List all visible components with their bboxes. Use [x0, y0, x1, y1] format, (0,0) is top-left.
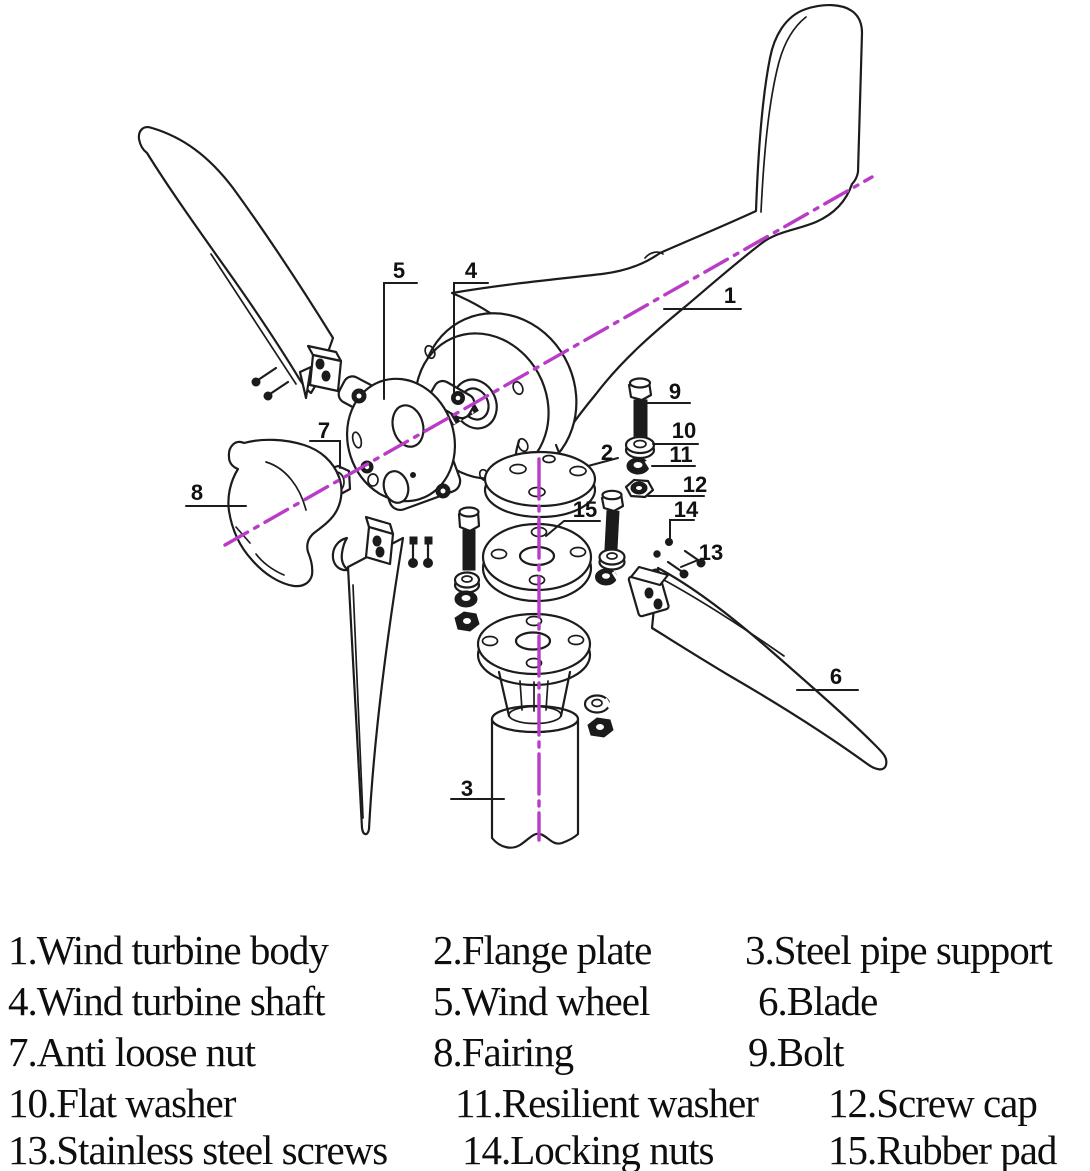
- callout-12: 12: [683, 472, 707, 497]
- part-1-wind-turbine-body: [414, 4, 864, 482]
- callout-2: 2: [601, 440, 613, 465]
- callout-4: 4: [465, 258, 478, 283]
- callout-3: 3: [461, 776, 473, 801]
- callout-10: 10: [672, 418, 696, 443]
- legend-item-13: 13.Stainless steel screws: [8, 1127, 388, 1171]
- legend-item-15: 15.Rubber pad: [828, 1127, 1057, 1171]
- callout-11: 11: [669, 442, 692, 467]
- legend-item-5: 5.Wind wheel: [433, 978, 650, 1024]
- part-12-screw-cap: [624, 478, 655, 499]
- callout-1: 1: [724, 283, 736, 308]
- axis-centerline: [223, 175, 874, 547]
- part-10-flat-washer: [624, 435, 656, 460]
- legend-item-8: 8.Fairing: [433, 1029, 574, 1075]
- blade-clamp-top: [629, 565, 670, 587]
- legend-item-2: 2.Flange plate: [433, 927, 652, 973]
- callout-9: 9: [669, 379, 681, 404]
- part-14-locking-nuts: [583, 538, 673, 738]
- callout-7: 7: [318, 418, 330, 443]
- tail-fin-inner-line: [760, 16, 807, 213]
- part-6-blade-right: [627, 565, 888, 771]
- locking-nut-dot: [665, 538, 673, 546]
- part-5-wind-wheel: [337, 375, 476, 511]
- part-6-blade-upper-left: [137, 126, 343, 401]
- part-13-stainless-steel-screws: [653, 549, 706, 579]
- callout-5: 5: [393, 258, 405, 283]
- legend-item-12: 12.Screw cap: [828, 1080, 1038, 1126]
- blade-root-notch: [298, 365, 313, 400]
- cone-neck: [497, 670, 572, 725]
- blade-screws: [251, 366, 290, 401]
- legend-item-11: 11.Resilient washer: [455, 1080, 759, 1126]
- part-8-fairing: [227, 438, 350, 588]
- callout-14: 14: [674, 497, 699, 522]
- centerlines: [223, 175, 874, 842]
- legend-item-10: 10.Flat washer: [8, 1080, 236, 1126]
- callout-15: 15: [573, 497, 597, 522]
- part-9-bolt-left-stack: [453, 506, 481, 632]
- legend-item-7: 7.Anti loose nut: [8, 1029, 256, 1075]
- pipe-body: [490, 717, 580, 849]
- part-6-blade-bottom: [346, 515, 433, 836]
- exploded-diagram: 1 2 3 4 5 6 7 8 9 10 11 12 13 14 15: [137, 4, 888, 849]
- legend-item-6: 6.Blade: [758, 978, 878, 1024]
- fairing-curl: [331, 536, 350, 572]
- callout-13: 13: [699, 540, 723, 565]
- body-top-step: [644, 251, 664, 259]
- leader-lines: [185, 282, 859, 800]
- legend-item-3: 3.Steel pipe support: [745, 927, 1053, 973]
- callout-6: 6: [830, 664, 842, 689]
- part-9-bolt-lower: [595, 489, 626, 586]
- part-11-resilient-washer: [626, 457, 653, 475]
- legend-item-1: 1.Wind turbine body: [8, 927, 329, 973]
- legend-item-14: 14.Locking nuts: [462, 1127, 714, 1171]
- legend-item-4: 4.Wind turbine shaft: [8, 978, 326, 1024]
- callouts: 1 2 3 4 5 6 7 8 9 10 11 12 13 14 15: [191, 258, 842, 801]
- blade-screws: [408, 536, 433, 568]
- callout-8: 8: [191, 480, 203, 505]
- legend-item-9: 9.Bolt: [748, 1029, 844, 1075]
- part-15-rubber-pad: [481, 522, 593, 603]
- fairing-shell-arc: [265, 461, 307, 511]
- fairing-lower-arc: [255, 553, 285, 576]
- part-3-steel-pipe-support: [476, 612, 592, 849]
